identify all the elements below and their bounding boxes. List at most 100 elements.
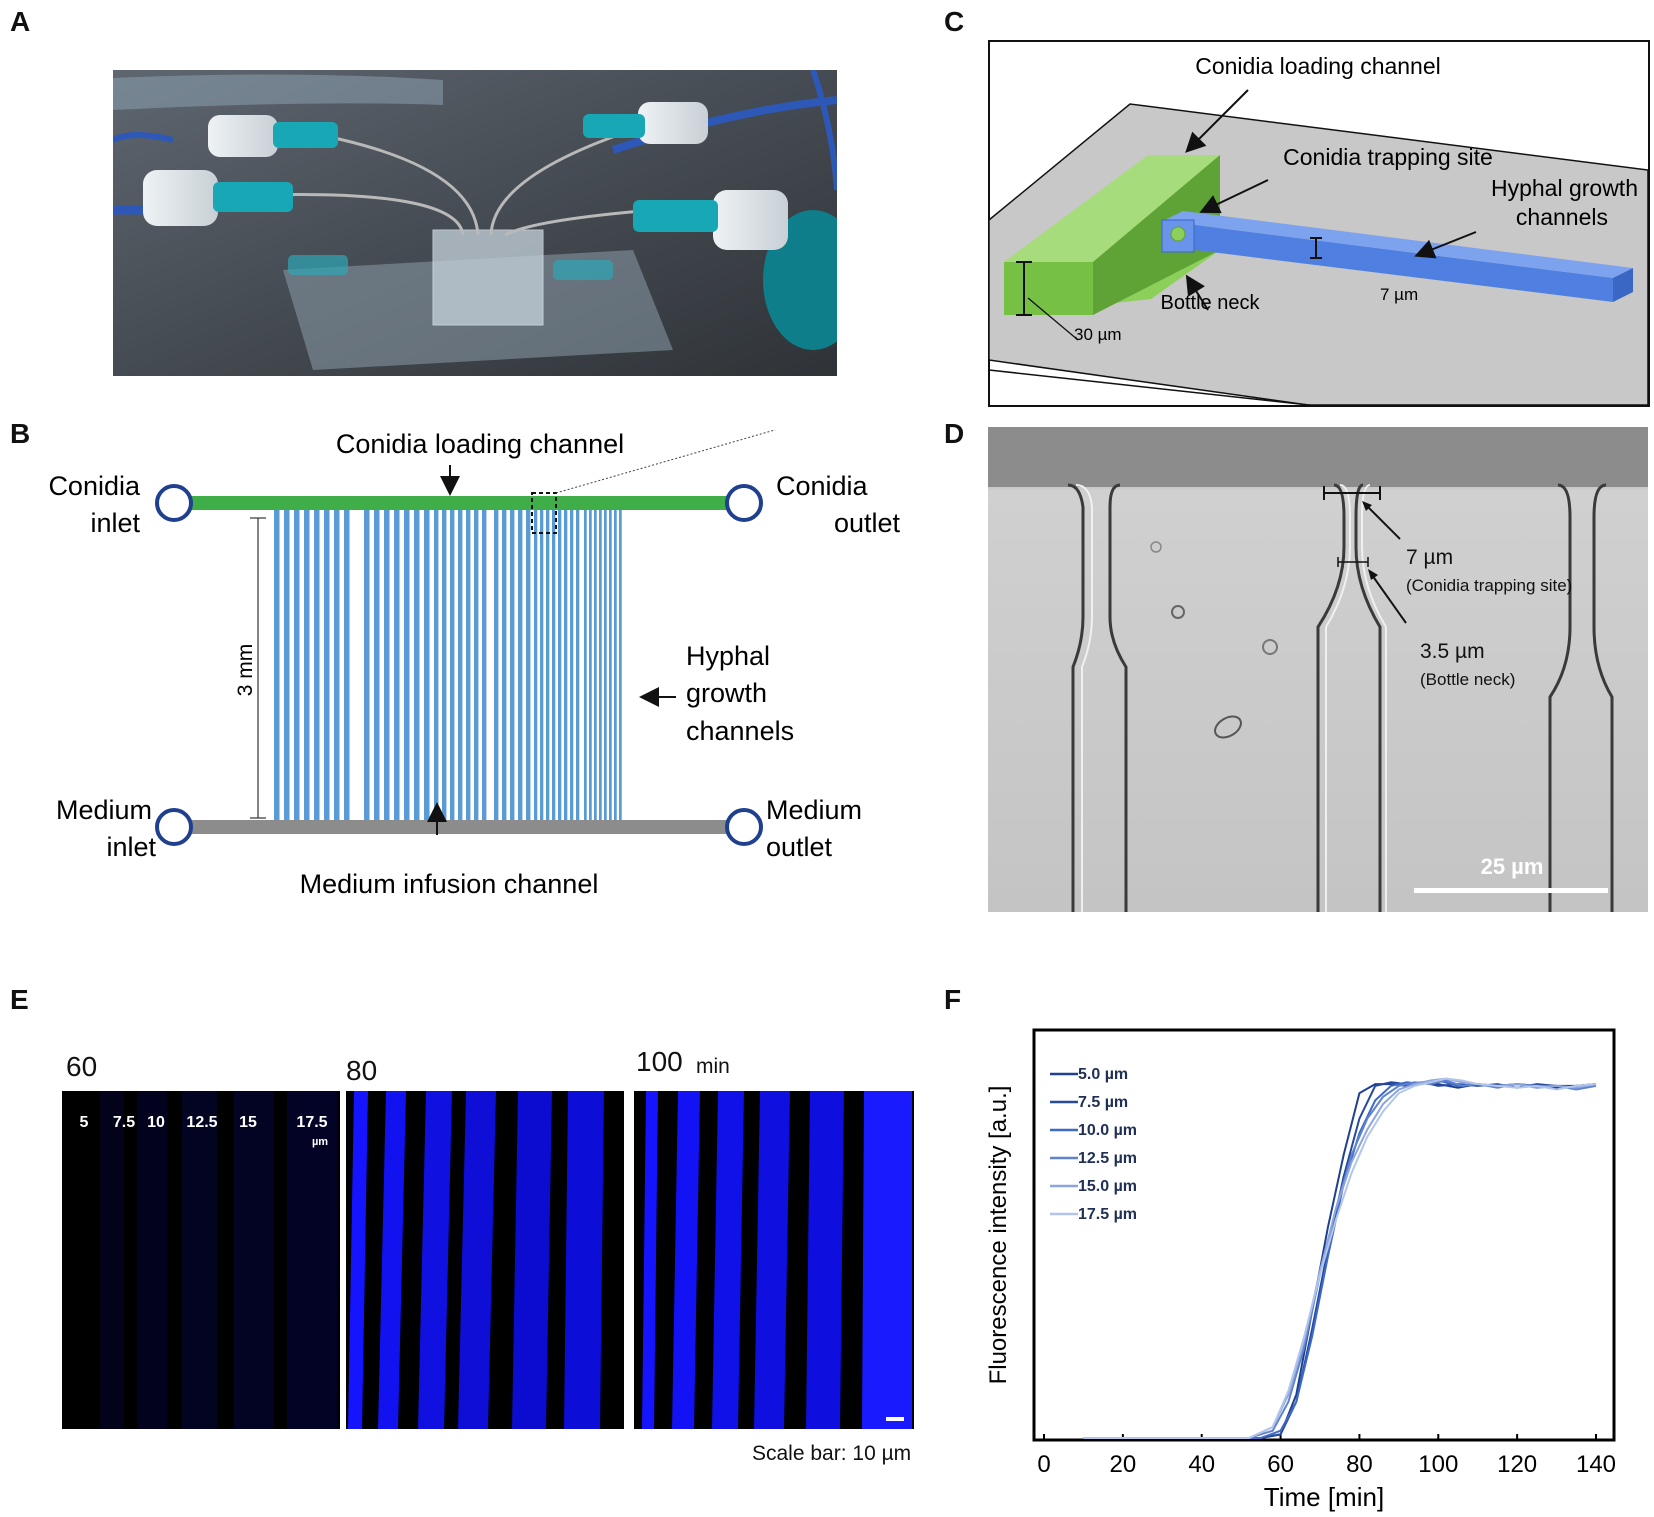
panel-label-b: B xyxy=(10,418,31,449)
chip-schematic: 3 mm Conidia loading channel Conidia inl… xyxy=(48,430,901,899)
conidia-outlet-port xyxy=(725,484,763,522)
hyphal-channel xyxy=(414,510,420,820)
hyphal-channel xyxy=(284,510,290,820)
conidia-outlet-line2: outlet xyxy=(834,508,901,538)
hyphal-channel xyxy=(442,510,447,820)
d-scalebar xyxy=(1414,888,1608,893)
medium-inlet-line1: Medium xyxy=(56,795,152,825)
medium-outlet-port xyxy=(725,808,763,846)
c-trapping-site-label: Conidia trapping site xyxy=(1283,144,1493,170)
medium-inlet-line2: inlet xyxy=(106,832,156,862)
conidia-inlet-line2: inlet xyxy=(90,508,140,538)
e-width-12-5: 12.5 xyxy=(186,1114,217,1131)
e-scalebar xyxy=(886,1417,904,1421)
hyphal-channel xyxy=(294,510,300,820)
hyphal-channel xyxy=(570,510,574,820)
d-neck-note: (Bottle neck) xyxy=(1420,670,1515,689)
hyphal-channel xyxy=(604,510,607,820)
hyphal-channel xyxy=(474,510,479,820)
panel-label-d: D xyxy=(944,418,965,449)
hyphal-channel xyxy=(564,510,568,820)
hyphal-channel xyxy=(558,510,562,820)
x-axis-label: Time [min] xyxy=(1264,1482,1384,1512)
hyphal-channel xyxy=(274,510,280,820)
hyphal-growth-channels xyxy=(274,510,622,820)
zoom-box xyxy=(531,492,557,534)
hyphal-channel xyxy=(466,510,471,820)
medium-outlet-line2: outlet xyxy=(766,832,833,862)
panel-label-c: C xyxy=(944,6,965,37)
e-width-10: 10 xyxy=(147,1114,165,1131)
hyphal-channel xyxy=(619,510,622,820)
hyphal-channel xyxy=(576,510,580,820)
hyphal-channel xyxy=(344,510,350,820)
hyphal-channel xyxy=(594,510,597,820)
series-line xyxy=(1083,1077,1597,1439)
hyphal-channel xyxy=(314,510,320,820)
legend-label: 12.5 µm xyxy=(1078,1150,1137,1167)
y-axis-label: Fluorescence intensity [a.u.] xyxy=(985,1086,1012,1385)
e-time-60: 60 xyxy=(66,1051,98,1082)
hyphal-channel xyxy=(482,510,487,820)
hyphal-channel xyxy=(589,510,592,820)
legend-label: 5.0 µm xyxy=(1078,1066,1128,1083)
x-tick-label: 20 xyxy=(1110,1451,1137,1478)
hyphal-channel xyxy=(518,510,523,820)
hyphal-channel xyxy=(540,510,544,820)
fluorescence-frame-80 xyxy=(346,1091,624,1429)
brightfield-micrograph: 7 µm (Conidia trapping site) 3.5 µm (Bot… xyxy=(988,427,1648,912)
loading-channel-label: Conidia loading channel xyxy=(336,430,624,459)
legend-label: 15.0 µm xyxy=(1078,1178,1137,1195)
c-hyphal-line1: Hyphal growth xyxy=(1491,175,1638,201)
c-width-label: 7 µm xyxy=(1380,285,1418,304)
zoom-connector xyxy=(555,430,777,494)
e-width-7-5: 7.5 xyxy=(113,1114,135,1131)
e-width-5: 5 xyxy=(80,1114,89,1131)
x-tick-label: 60 xyxy=(1267,1451,1294,1478)
length-label: 3 mm xyxy=(234,644,257,697)
hyphal-channel xyxy=(614,510,617,820)
c-bottle-neck-label: Bottle neck xyxy=(1161,292,1261,314)
x-tick-label: 100 xyxy=(1418,1451,1458,1478)
fluorescence-frame-60: 5 7.5 10 12.5 15 17.5 µm xyxy=(62,1091,340,1429)
hyphal-channel xyxy=(609,510,612,820)
d-width-label: 7 µm xyxy=(1406,546,1453,569)
hyphal-channel xyxy=(374,510,380,820)
hyphal-channel xyxy=(552,510,556,820)
hyphal-channel xyxy=(364,510,370,820)
legend-label: 7.5 µm xyxy=(1078,1094,1128,1111)
x-tick-label: 0 xyxy=(1037,1451,1050,1478)
x-tick-label: 120 xyxy=(1497,1451,1537,1478)
c-loading-channel-label: Conidia loading channel xyxy=(1195,53,1441,79)
e-time-unit: min xyxy=(696,1055,730,1078)
conidia-inlet-line1: Conidia xyxy=(48,471,141,501)
e-time-100: 100 xyxy=(636,1046,683,1077)
hyphal-channel xyxy=(404,510,410,820)
plot-frame xyxy=(1032,1028,1616,1442)
hyphal-channel xyxy=(304,510,310,820)
hyphal-channel xyxy=(434,510,439,820)
d-neck-label: 3.5 µm xyxy=(1420,640,1485,663)
hyphal-label-line3: channels xyxy=(686,716,794,746)
e-scalebar-label: Scale bar: 10 µm xyxy=(752,1442,912,1465)
channel-3d-schematic: Conidia loading channel Conidia trapping… xyxy=(988,40,1650,407)
panel-label-e: E xyxy=(10,984,29,1015)
x-tick-label: 80 xyxy=(1346,1451,1373,1478)
hyphal-channel xyxy=(334,510,340,820)
hyphal-channel xyxy=(324,510,330,820)
hyphal-channel xyxy=(599,510,602,820)
c-height-label: 30 µm xyxy=(1074,325,1122,344)
hyphal-channel xyxy=(494,510,499,820)
hyphal-channel xyxy=(546,510,550,820)
legend-label: 10.0 µm xyxy=(1078,1122,1137,1139)
hyphal-channel xyxy=(584,510,587,820)
hyphal-channel xyxy=(394,510,400,820)
hyphal-channel xyxy=(450,510,455,820)
x-tick-label: 140 xyxy=(1576,1451,1616,1478)
panel-label-f: F xyxy=(944,984,962,1015)
hyphal-channel xyxy=(502,510,507,820)
hyphal-label-line2: growth xyxy=(686,678,767,708)
hyphal-channel xyxy=(526,510,531,820)
fluorescence-frame-100 xyxy=(634,1091,914,1429)
